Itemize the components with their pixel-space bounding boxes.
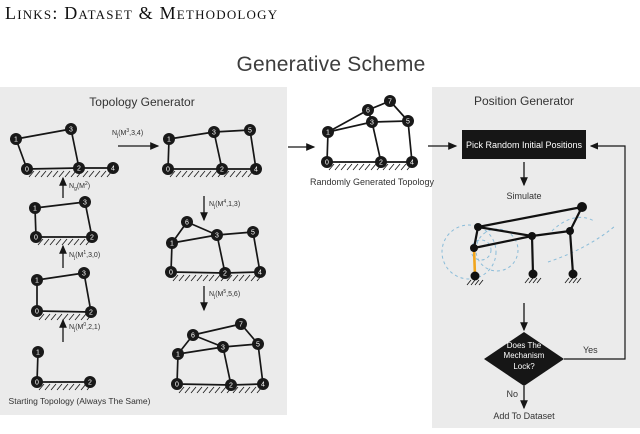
joint-node-label: 5 bbox=[406, 119, 410, 126]
joint-node bbox=[362, 104, 374, 116]
topology-generator-panel bbox=[0, 87, 287, 415]
ground-hatch bbox=[388, 163, 395, 171]
lock-decision-line2: Mechanism bbox=[503, 351, 545, 361]
starting-topology-caption: Starting Topology (Always The Same) bbox=[8, 396, 151, 406]
joint-node bbox=[406, 156, 418, 168]
joint-node-label: 3 bbox=[370, 120, 374, 127]
position-generator-title: Position Generator bbox=[473, 94, 575, 108]
operation-label: Nj(M3,3,4) bbox=[112, 128, 144, 139]
ground-hatch bbox=[376, 163, 383, 171]
joint-node-label: 6 bbox=[366, 108, 370, 115]
joint-node bbox=[321, 156, 333, 168]
joint-node-label: 4 bbox=[410, 160, 414, 167]
link-bar bbox=[327, 121, 373, 133]
ground-hatch bbox=[382, 163, 389, 171]
joint-node-label: 2 bbox=[379, 160, 383, 167]
operation-label: Nj(M5,5,6) bbox=[209, 289, 241, 300]
yes-label: Yes bbox=[583, 345, 598, 355]
pick-random-positions-box: Pick Random Initial Positions bbox=[462, 130, 586, 159]
link-bar bbox=[407, 120, 413, 163]
joint-node bbox=[366, 116, 378, 128]
operation-label: Nj(M1,3,0) bbox=[69, 250, 101, 261]
page-title: Links: Dataset & Methodology bbox=[5, 3, 279, 23]
operation-label: Nj(M0,2,1) bbox=[69, 322, 101, 333]
link-bar bbox=[367, 109, 373, 123]
link-bar bbox=[389, 100, 409, 122]
ground-hatch bbox=[400, 163, 407, 171]
joint-node-label: 7 bbox=[388, 99, 392, 106]
pick-random-positions-label: Pick Random Initial Positions bbox=[465, 139, 583, 150]
ground-hatch bbox=[346, 163, 353, 171]
joint-node bbox=[322, 126, 334, 138]
lock-decision-line1: Does The bbox=[506, 341, 542, 350]
joint-node-label: 1 bbox=[326, 130, 330, 137]
link-bar bbox=[367, 100, 391, 111]
add-to-dataset-label: Add To Dataset bbox=[493, 411, 555, 421]
joint-node bbox=[375, 156, 387, 168]
ground-hatch bbox=[394, 163, 401, 171]
ground-hatch bbox=[334, 163, 341, 171]
random-topology-caption: Randomly Generated Topology bbox=[310, 177, 434, 187]
ground-hatch bbox=[370, 163, 377, 171]
ground-hatch bbox=[340, 163, 347, 171]
joint-node bbox=[384, 95, 396, 107]
joint-node-label: 0 bbox=[325, 160, 329, 167]
ground-hatch bbox=[328, 163, 335, 171]
operation-label: Ng(M2) bbox=[69, 181, 91, 192]
lock-decision-text: Does The Mechanism Lock? bbox=[486, 341, 562, 372]
simulate-label: Simulate bbox=[506, 191, 542, 201]
joint-node bbox=[402, 115, 414, 127]
link-bar bbox=[327, 109, 369, 133]
link-bar bbox=[326, 131, 329, 163]
link-bar bbox=[371, 121, 382, 163]
link-bar bbox=[371, 120, 409, 123]
ground-hatch bbox=[352, 163, 359, 171]
topology-generator-title: Topology Generator bbox=[89, 95, 195, 109]
lock-decision-line3: Lock? bbox=[513, 361, 535, 371]
no-label: No bbox=[506, 389, 518, 399]
ground-hatch bbox=[358, 163, 365, 171]
operation-label: Nj(M4,1,3) bbox=[209, 199, 241, 210]
ground-hatch bbox=[406, 163, 413, 171]
scheme-title: Generative Scheme bbox=[236, 53, 426, 76]
ground-hatch bbox=[364, 163, 371, 171]
